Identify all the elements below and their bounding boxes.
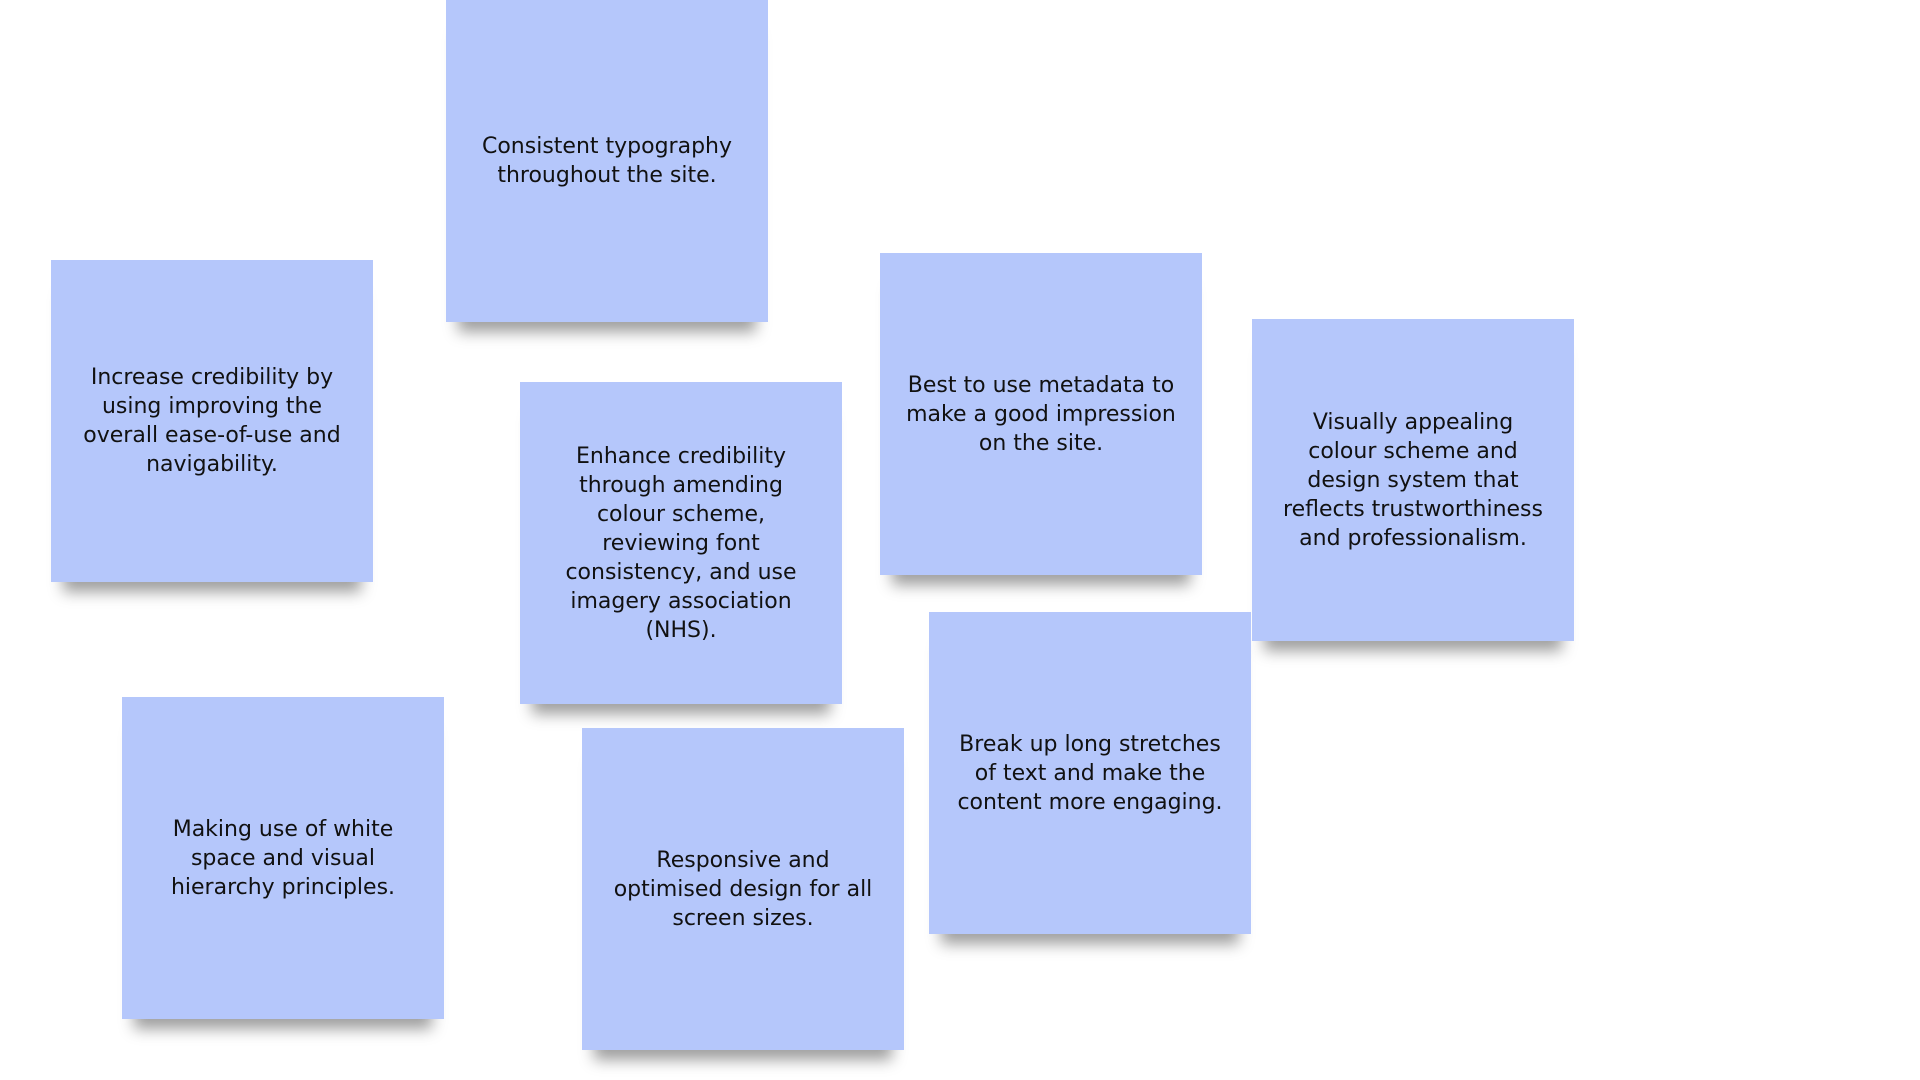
- sticky-note-responsive[interactable]: Responsive and optimised design for all …: [582, 728, 904, 1050]
- sticky-note-typography[interactable]: Consistent typography throughout the sit…: [446, 0, 768, 322]
- sticky-note-white-space[interactable]: Making use of white space and visual hie…: [122, 697, 444, 1019]
- sticky-note-text: Making use of white space and visual hie…: [170, 816, 396, 900]
- sticky-note-text: Break up long stretches of text and make…: [957, 731, 1223, 815]
- sticky-note-credibility-colour[interactable]: Enhance credibility through amending col…: [520, 382, 842, 704]
- sticky-note-text: Consistent typography throughout the sit…: [481, 134, 732, 188]
- sticky-note-text: Best to use metadata to make a good impr…: [906, 372, 1176, 456]
- sticky-note-break-up-text[interactable]: Break up long stretches of text and make…: [929, 612, 1251, 934]
- sticky-note-text: Responsive and optimised design for all …: [613, 847, 873, 931]
- sticky-note-credibility-usability[interactable]: Increase credibility by using improving …: [51, 260, 373, 582]
- sticky-note-metadata[interactable]: Best to use metadata to make a good impr…: [880, 253, 1202, 575]
- sticky-note-text: Enhance credibility through amending col…: [565, 443, 797, 643]
- sticky-note-text: Increase credibility by using improving …: [83, 365, 341, 477]
- sticky-note-colour-scheme[interactable]: Visually appealing colour scheme and des…: [1252, 319, 1574, 641]
- sticky-note-text: Visually appealing colour scheme and des…: [1283, 409, 1543, 551]
